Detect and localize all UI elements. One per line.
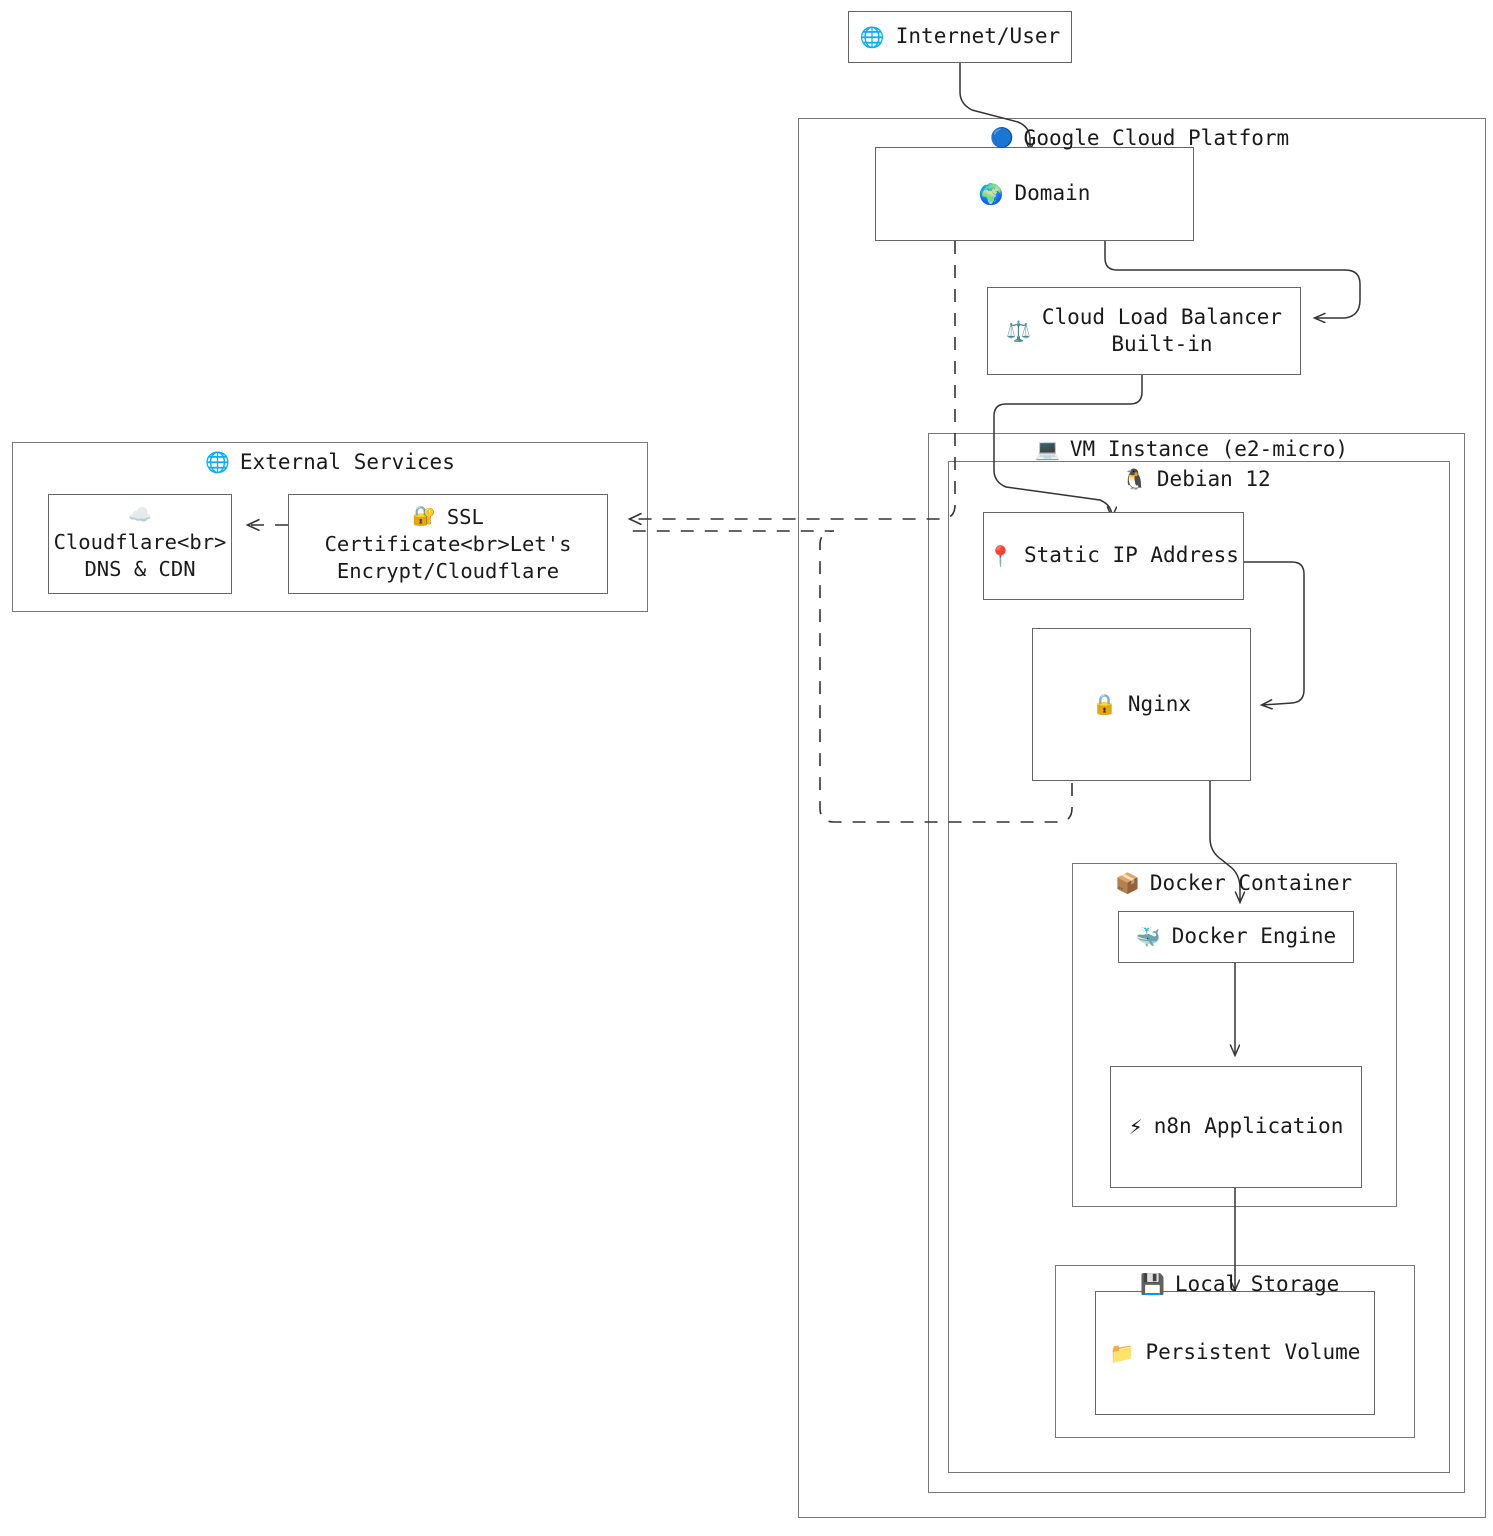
node-label: Docker Engine xyxy=(1171,924,1337,949)
group-label-local-storage: 💾 Local Storage xyxy=(1140,1272,1339,1296)
group-title-text: VM Instance (e2-micro) xyxy=(1069,437,1349,461)
package-icon: 📦 xyxy=(1115,871,1140,895)
group-title-text: Docker Container xyxy=(1149,871,1353,895)
earth-globe-icon: 🌍 xyxy=(978,181,1004,206)
floppy-disk-icon: 💾 xyxy=(1140,1272,1165,1296)
node-label: Domain xyxy=(1014,181,1091,206)
pushpin-icon: 📍 xyxy=(988,543,1013,568)
group-debian-12 xyxy=(948,461,1450,1473)
node-label: Persistent Volume xyxy=(1145,1340,1361,1365)
node-cloud-load-balancer[interactable]: ⚖️ Cloud Load Balancer Built-in xyxy=(987,287,1301,375)
blue-circle-icon: 🔵 xyxy=(990,126,1014,149)
group-title-text: Google Cloud Platform xyxy=(1023,126,1290,150)
node-label: Internet/User xyxy=(895,24,1061,49)
node-internet-user[interactable]: 🌐 Internet/User xyxy=(848,11,1072,63)
group-title-text: Local Storage xyxy=(1174,1272,1340,1296)
penguin-icon: 🐧 xyxy=(1122,467,1147,491)
node-label-line-1: SSL xyxy=(446,504,484,529)
laptop-icon: 💻 xyxy=(1035,437,1060,461)
lightning-bolt-icon: ⚡ xyxy=(1128,1114,1143,1139)
group-label-google-cloud-platform: 🔵 Google Cloud Platform xyxy=(990,126,1289,150)
group-label-external-services: 🌐 External Services xyxy=(205,450,455,474)
node-domain[interactable]: 🌍 Domain xyxy=(875,147,1194,241)
node-label: Nginx xyxy=(1127,691,1192,716)
node-nginx[interactable]: 🔒 Nginx xyxy=(1032,628,1251,781)
node-label: Cloud Load Balancer Built-in xyxy=(1041,304,1283,356)
group-title-text: External Services xyxy=(239,450,455,474)
folder-icon: 📁 xyxy=(1109,1340,1135,1365)
group-vm-instance xyxy=(928,433,1465,1493)
node-label: n8n Application xyxy=(1153,1114,1344,1139)
group-label-vm-instance: 💻 VM Instance (e2-micro) xyxy=(1035,437,1348,461)
globe-icon: 🌐 xyxy=(205,450,230,474)
node-cloudflare[interactable]: ☁️ Cloudflare<br>DNS & CDN xyxy=(48,494,232,594)
group-label-debian-12: 🐧 Debian 12 xyxy=(1122,467,1271,491)
group-external-services xyxy=(12,442,648,612)
whale-icon: 🐳 xyxy=(1135,924,1161,949)
cloud-icon: ☁️ xyxy=(128,503,152,526)
node-ssl-certificate[interactable]: 🔐 SSL Certificate<br>Let's Encrypt/Cloud… xyxy=(288,494,608,594)
node-label: Cloudflare<br>DNS & CDN xyxy=(53,529,227,581)
lock-icon: 🔒 xyxy=(1091,692,1117,717)
node-n8n-application[interactable]: ⚡ n8n Application xyxy=(1110,1066,1362,1188)
node-persistent-volume[interactable]: 📁 Persistent Volume xyxy=(1095,1291,1375,1415)
globe-icon: 🌐 xyxy=(859,24,885,49)
node-static-ip-address[interactable]: 📍 Static IP Address xyxy=(983,512,1244,600)
balance-scale-icon: ⚖️ xyxy=(1005,319,1031,343)
group-label-docker-container: 📦 Docker Container xyxy=(1115,871,1352,895)
node-label-rest: Certificate<br>Let's Encrypt/Cloudflare xyxy=(324,532,572,583)
group-title-text: Debian 12 xyxy=(1156,467,1271,491)
node-docker-engine[interactable]: 🐳 Docker Engine xyxy=(1118,911,1354,963)
node-label: Static IP Address xyxy=(1023,543,1239,568)
closed-lock-with-key-icon: 🔐 xyxy=(412,505,436,528)
